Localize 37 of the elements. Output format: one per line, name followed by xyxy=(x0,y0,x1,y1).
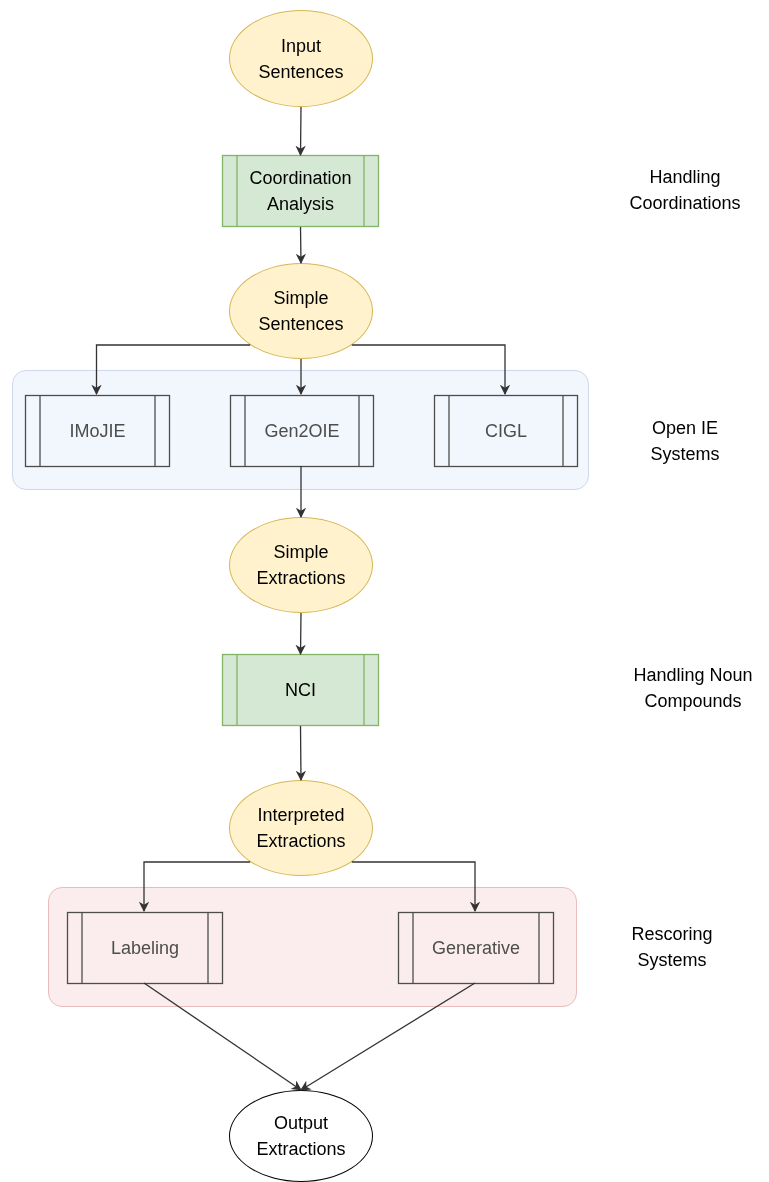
group-panel xyxy=(48,887,577,1007)
process-box xyxy=(398,912,554,984)
arrow xyxy=(295,358,307,396)
arrow xyxy=(295,612,306,656)
node-label: CIGL xyxy=(485,420,527,443)
node-label: Simple Sentences xyxy=(257,287,345,336)
node-label: Gen2OIE xyxy=(264,420,340,443)
process-box xyxy=(222,155,379,227)
node-label: Coordination Analysis xyxy=(248,167,353,216)
node-label: Interpreted Extractions xyxy=(255,804,347,853)
arrow xyxy=(351,344,511,396)
process-box xyxy=(222,654,379,726)
process-box xyxy=(67,912,223,984)
arrow xyxy=(295,725,307,782)
arrow xyxy=(143,982,302,1091)
process-box xyxy=(434,395,578,467)
group-panel xyxy=(12,370,589,490)
arrow xyxy=(91,344,251,396)
side-note: Rescoring Systems xyxy=(630,923,714,972)
node-label: Input Sentences xyxy=(257,34,345,84)
side-note: Handling Coordinations xyxy=(628,166,742,215)
side-note: Open IE Systems xyxy=(649,417,721,466)
node-label: Simple Extractions xyxy=(255,541,347,590)
arrow xyxy=(295,465,307,519)
arrow xyxy=(295,226,307,265)
side-note: Handling Noun Compounds xyxy=(632,664,754,713)
arrow xyxy=(300,982,476,1091)
node-label: NCI xyxy=(285,679,316,702)
arrow xyxy=(295,106,306,157)
process-box xyxy=(25,395,170,467)
node-label: Labeling xyxy=(110,937,180,960)
node-label: Output Extractions xyxy=(255,1112,347,1161)
arrow xyxy=(351,861,481,913)
node-label: Generative xyxy=(431,937,521,960)
process-box xyxy=(230,395,374,467)
arrow xyxy=(138,861,251,913)
node-label: IMoJIE xyxy=(69,420,126,443)
